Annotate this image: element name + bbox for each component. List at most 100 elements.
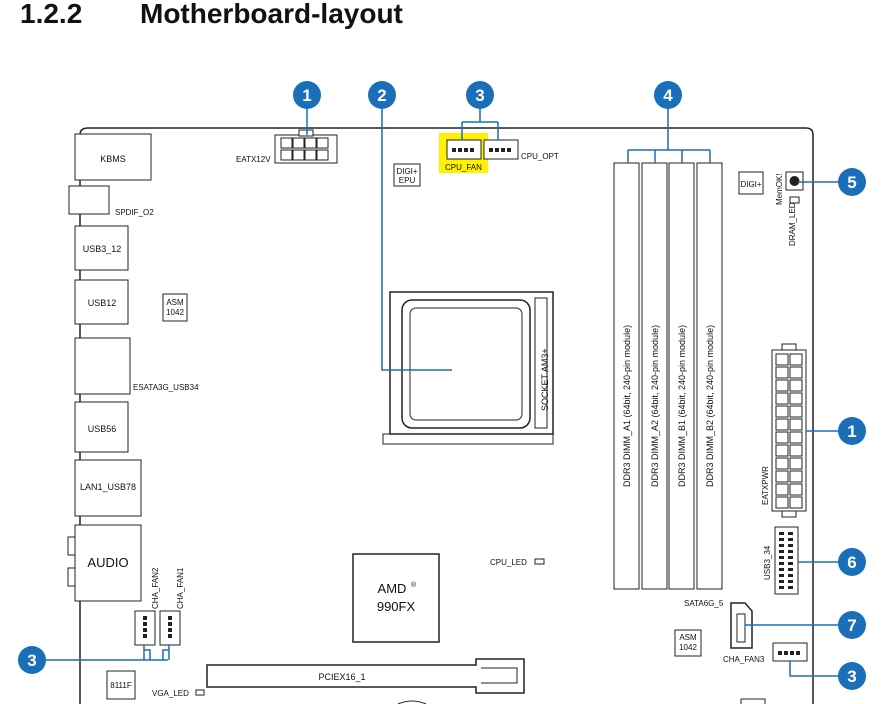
dram-led-label: DRAM_LED xyxy=(788,202,797,246)
chip-8111f xyxy=(106,670,136,700)
callout-1-top: 1 xyxy=(293,81,321,109)
partial-component-bottom-right xyxy=(740,698,766,704)
callout-leader-lines xyxy=(46,107,838,677)
audio-port xyxy=(74,524,142,602)
callout-1-right: 1 xyxy=(838,417,866,445)
memok-button-dot xyxy=(789,176,800,186)
dimm-slot-b1 xyxy=(668,162,695,590)
usb3-34-label: USB3_34 xyxy=(763,545,772,580)
callout-5: 5 xyxy=(838,168,866,196)
sata6g-label: SATA6G_5 xyxy=(684,599,724,608)
socket-label: SOCKET AM3+ xyxy=(540,348,550,411)
memok-label: MemOK! xyxy=(775,173,784,205)
digi-plus-label: DIGI+ xyxy=(740,180,761,189)
asm2-chip-label-top: ASM xyxy=(679,633,697,642)
cha-fan3-pins xyxy=(778,651,800,655)
amd-label: AMD xyxy=(378,581,407,596)
dimm-a1-label: DDR3 DIMM_A1 (64bit, 240-pin module) xyxy=(622,325,632,487)
cpu-socket xyxy=(382,291,554,445)
lan-usb78-port xyxy=(74,459,142,517)
section-heading: 1.2.2 Motherboard-layout xyxy=(20,0,403,30)
digi-plus-chip xyxy=(738,171,764,195)
dimm-slots xyxy=(613,162,723,590)
callout-3-right-number: 3 xyxy=(847,667,856,686)
callout-4-number: 4 xyxy=(663,86,673,105)
usb12-label: USB12 xyxy=(88,298,117,308)
callout-6-number: 6 xyxy=(847,553,856,572)
spdif-port xyxy=(68,185,110,215)
kbms-port xyxy=(74,133,152,181)
lan-label: LAN1_USB78 xyxy=(80,482,136,492)
asm-chip-label-bottom: 1042 xyxy=(166,308,184,317)
callout-1-right-number: 1 xyxy=(847,422,856,441)
sata6g-connector-inner xyxy=(736,613,746,643)
cpu-fan-pins xyxy=(452,148,474,152)
callout-3-top: 3 xyxy=(466,81,494,109)
dimm-slot-a2 xyxy=(641,162,668,590)
callout-6: 6 xyxy=(838,548,866,576)
callout-1-top-number: 1 xyxy=(302,86,311,105)
pciex16-slot xyxy=(206,658,525,694)
callout-2-number: 2 xyxy=(377,86,386,105)
digi-epu-label-bottom: EPU xyxy=(399,176,416,185)
eatxpwr-label: EATXPWR xyxy=(761,466,770,505)
cha-fan1-pins xyxy=(168,616,172,638)
amd-registered-mark: ® xyxy=(411,581,417,589)
dimm-b2-label: DDR3 DIMM_B2 (64bit, 240-pin module) xyxy=(705,325,715,487)
spdif-label: SPDIF_O2 xyxy=(115,208,154,217)
esata-usb34-port xyxy=(74,337,131,395)
chip-model-label: 990FX xyxy=(377,599,416,614)
audio-label: AUDIO xyxy=(87,555,128,570)
cpu-opt-label: CPU_OPT xyxy=(521,152,559,161)
dimm-a2-label: DDR3 DIMM_A2 (64bit, 240-pin module) xyxy=(650,325,660,487)
usb3-12-port xyxy=(74,225,129,271)
callout-7-number: 7 xyxy=(847,616,856,635)
callout-2: 2 xyxy=(368,81,396,109)
cpu-opt-pins xyxy=(489,148,511,152)
cha-fan1-label: CHA_FAN1 xyxy=(176,567,185,609)
kbms-label: KBMS xyxy=(100,154,126,164)
section-number: 1.2.2 xyxy=(20,0,83,29)
cha-fan2-pins xyxy=(143,616,147,638)
amd-990fx-chipset xyxy=(352,553,440,643)
callout-5-number: 5 xyxy=(847,173,856,192)
dimm-slot-b2 xyxy=(696,162,723,590)
callout-3-left: 3 xyxy=(18,646,46,674)
callout-3-left-number: 3 xyxy=(27,651,36,670)
vga-led xyxy=(195,689,205,696)
section-title: Motherboard-layout xyxy=(140,0,403,29)
digi-epu-label-top: DIGI+ xyxy=(396,167,417,176)
asm-chip-label-top: ASM xyxy=(166,298,184,307)
usb3-12-label: USB3_12 xyxy=(83,244,122,254)
partial-chip-bottom xyxy=(397,700,427,704)
usb3-34-pins xyxy=(779,532,793,589)
chip-8111f-label: 8111F xyxy=(110,681,132,690)
callout-4: 4 xyxy=(654,81,682,109)
cpu-led-label: CPU_LED xyxy=(490,558,527,567)
asm1042-chip-right xyxy=(674,629,702,657)
cha-fan3-label: CHA_FAN3 xyxy=(723,655,765,664)
usb56-port xyxy=(74,401,129,453)
usb3-34-header xyxy=(774,526,799,595)
esata-label: ESATA3G_USB34 xyxy=(133,383,199,392)
pciex16-label: PCIEX16_1 xyxy=(318,672,365,682)
cpu-led xyxy=(534,558,545,565)
callout-7: 7 xyxy=(838,611,866,639)
callout-3-right: 3 xyxy=(838,662,866,690)
digi-epu-chip xyxy=(393,163,421,187)
cpu-fan-label: CPU_FAN xyxy=(445,163,482,172)
pciex16-slot-latch xyxy=(481,667,518,684)
dram-led xyxy=(789,196,800,204)
cha-fan2-label: CHA_FAN2 xyxy=(151,567,160,609)
vga-led-label: VGA_LED xyxy=(152,689,189,698)
dimm-slot-a1 xyxy=(613,162,640,590)
asm2-chip-label-bottom: 1042 xyxy=(679,643,697,652)
eatx12v-label: EATX12V xyxy=(236,155,271,164)
asm1042-chip-left xyxy=(162,293,188,322)
rear-io-panel xyxy=(67,133,152,602)
eatx12v-connector xyxy=(274,129,338,164)
usb12-port xyxy=(74,279,129,325)
callout-3-top-number: 3 xyxy=(475,86,484,105)
eatxpwr-connector xyxy=(771,343,807,518)
